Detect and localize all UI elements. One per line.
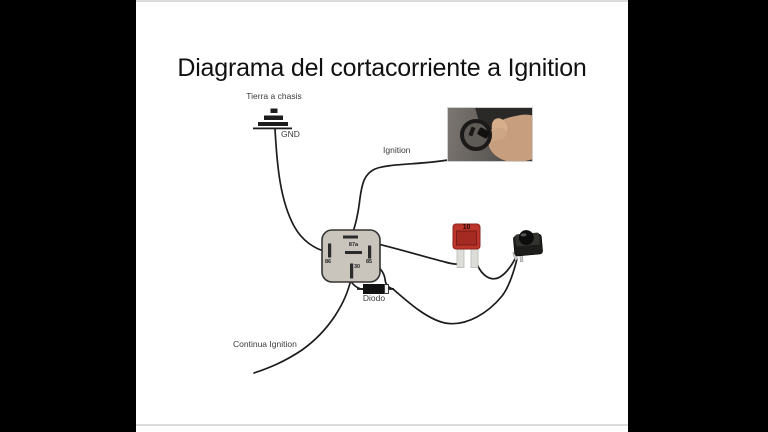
fuse (452, 223, 481, 268)
ignition-photo (447, 107, 533, 162)
relay-pin-label-30: 30 (353, 264, 361, 270)
fuse-rating-label: 10 (462, 224, 471, 231)
page-bottom-edge-line (136, 424, 628, 426)
relay-pin-87-slot (343, 235, 358, 239)
label-tierra-a-chasis: Tierra a chasis (246, 91, 302, 101)
fuse-window (456, 230, 477, 246)
wire-gnd-to-relay-86 (274, 128, 328, 253)
relay-pin-label-85: 85 (365, 259, 373, 265)
relay-pin-85-slot (368, 245, 372, 259)
label-ignition: Ignition (383, 145, 411, 155)
wire-fuse-to-button (476, 256, 517, 280)
fuse-leg-right (470, 248, 479, 268)
relay-pin-30-slot (350, 263, 354, 279)
wiring-diagram-svg (253, 108, 543, 374)
push-button-cap-highlight (520, 233, 527, 237)
diode (357, 284, 394, 294)
chassis-ground-icon (253, 108, 292, 130)
relay-pin-86-slot (328, 243, 332, 258)
wire-ignition-to-relay-87 (350, 158, 454, 237)
wire-diode-to-button (392, 258, 518, 325)
label-gnd: GND (281, 129, 300, 139)
relay-pin-87a-slot (345, 251, 362, 254)
page-top-edge-line (136, 0, 628, 2)
label-continua-ignition: Continua Ignition (233, 339, 297, 349)
relay-pin-label-87a: 87a (348, 242, 359, 248)
fuse-leg-left (456, 248, 465, 268)
relay-pin-label-86: 86 (324, 259, 332, 265)
slide-page: Diagrama del cortacorriente a Ignition (136, 0, 628, 432)
diode-body (363, 284, 384, 294)
wire-relay-30-to-continua-ignition (253, 278, 352, 374)
label-diodo: Diodo (362, 293, 386, 303)
wire-relay-87-to-fuse (356, 238, 461, 266)
relay-body (321, 229, 381, 283)
diode-band (384, 284, 389, 294)
push-button (512, 230, 543, 262)
relay (321, 229, 381, 283)
diagram-title: Diagrama del cortacorriente a Ignition (177, 54, 587, 82)
